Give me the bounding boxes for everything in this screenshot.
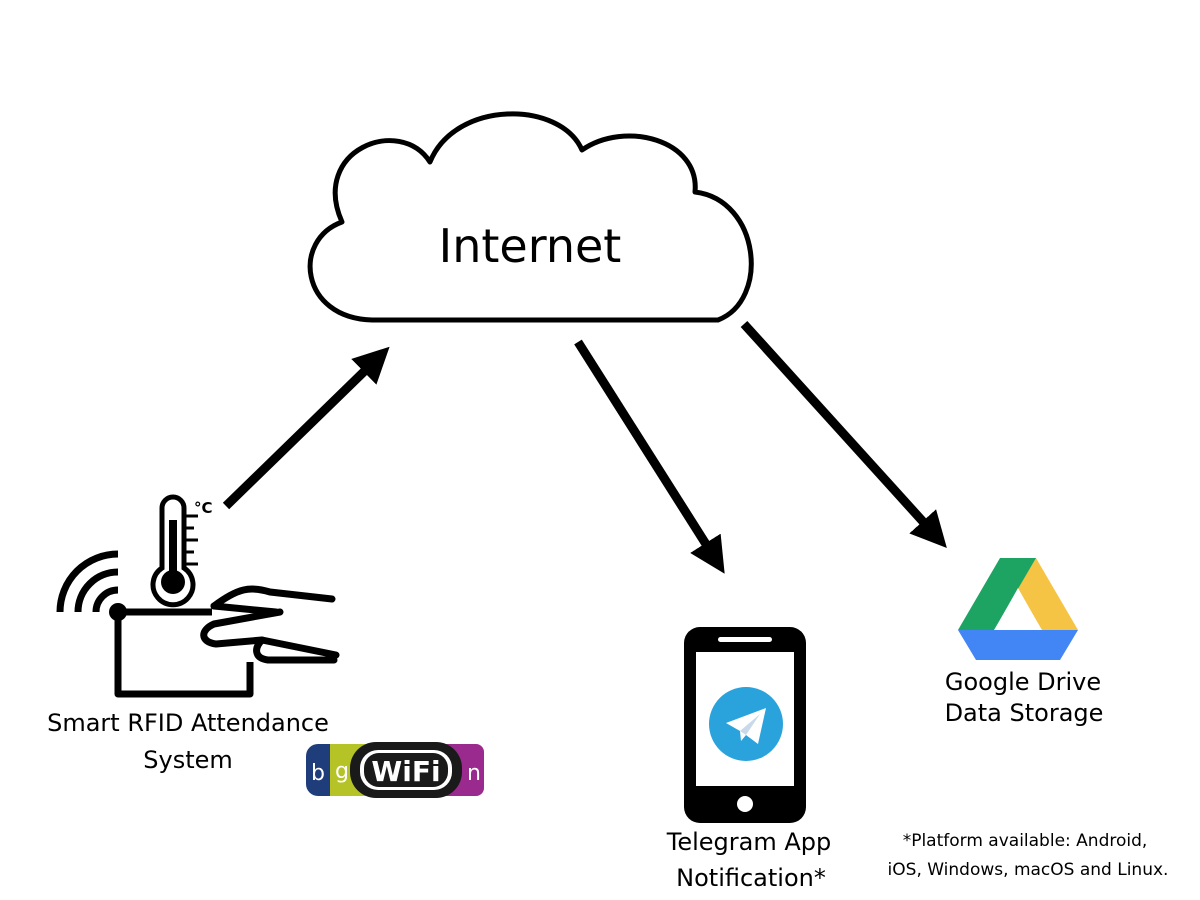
gdrive-label-line2: Data Storage [945,699,1104,727]
wifi-letter-wifi: WiFi [371,755,440,788]
telegram-label-line1: Telegram App [666,828,831,856]
arrow-rfid-to-internet [222,346,390,510]
rfid-label-line2: System [143,746,233,774]
wifi-letter-b: b [311,761,325,786]
rfid-reader-icon: °C [56,494,340,698]
telegram-label-line2: Notification* [676,864,826,892]
wifi-letter-n: n [467,761,481,786]
gdrive-label-line1: Google Drive [945,668,1101,696]
google-drive-icon [958,558,1078,660]
arrows [222,320,947,574]
arrow-internet-to-telegram [574,339,725,574]
footnote-line1: *Platform available: Android, [903,831,1148,851]
wifi-bgn-badge: b g WiFi n [306,742,484,798]
footnote-line2: iOS, Windows, macOS and Linux. [888,860,1169,880]
smartphone-icon [684,627,806,823]
thermometer-icon: °C [150,494,213,608]
internet-cloud: Internet [307,111,754,323]
cloud-shape-icon [307,111,754,323]
arrow-internet-to-gdrive [740,320,947,549]
thermometer-unit: °C [194,499,213,517]
rfid-label-line1: Smart RFID Attendance [47,709,329,737]
cloud-label: Internet [439,219,622,273]
telegram-icon [709,687,783,761]
signal-waves-icon [56,550,119,613]
wifi-letter-g: g [335,759,349,784]
hand-icon [200,585,340,664]
